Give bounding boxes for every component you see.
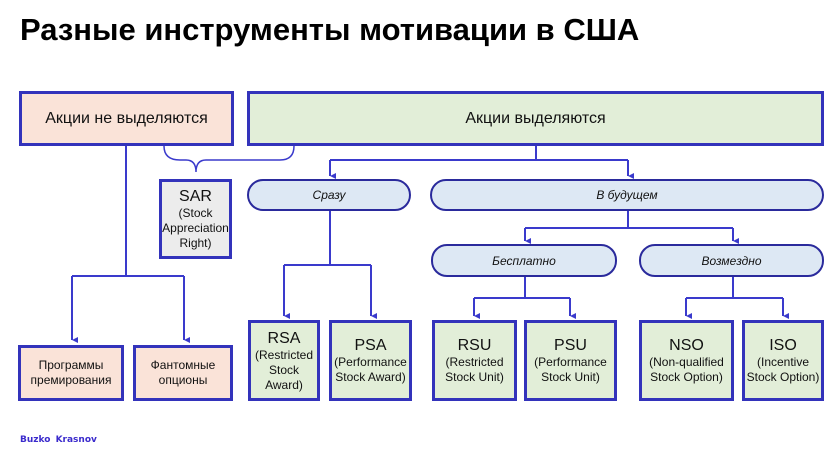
rsa-line2: Stock [268, 362, 299, 377]
phantom-line1: Фантомные [150, 358, 216, 372]
box-shares-issued: Акции выделяются [247, 91, 824, 146]
psa-line2: Stock Award) [335, 370, 406, 384]
box-nso: NSO (Non-qualified Stock Option) [639, 320, 734, 401]
box-phantom-options: Фантомные опционы [133, 345, 233, 401]
iso-abbr: ISO [769, 337, 797, 354]
nso-line2: Stock Option) [650, 370, 723, 384]
nso-abbr: NSO [669, 337, 704, 354]
pill-free: Бесплатно [431, 244, 617, 277]
connector-free-trunk [474, 277, 570, 299]
box-rsa: RSA (Restricted Stock Award) [248, 320, 320, 401]
pill-future: В будущем [430, 179, 824, 211]
sar-line2: Appreciation [162, 221, 229, 235]
rsu-line1: (Restricted [445, 355, 504, 369]
psa-abbr: PSA [354, 337, 387, 354]
sar-line1: (Stock [178, 206, 213, 220]
box-iso: ISO (Incentive Stock Option) [742, 320, 824, 401]
box-psu: PSU (Performance Stock Unit) [524, 320, 617, 401]
psu-line1: (Performance [534, 355, 607, 369]
pill-future-label: В будущем [596, 188, 658, 202]
pill-free-label: Бесплатно [492, 253, 556, 268]
connector-future-trunk [525, 211, 733, 229]
pill-now-label: Сразу [312, 188, 346, 202]
pill-paid: Возмездно [639, 244, 824, 277]
page-title: Разные инструменты мотивации в США [20, 12, 640, 47]
connector-now-trunk [284, 211, 371, 266]
sar-abbr: SAR [179, 188, 212, 205]
nso-line1: (Non-qualified [649, 355, 724, 369]
iso-line1: (Incentive [756, 355, 810, 369]
rsa-line1: (Restricted [254, 347, 313, 362]
pill-now: Сразу [247, 179, 411, 211]
iso-line2: Stock Option) [746, 370, 820, 384]
psu-line2: Stock Unit) [541, 370, 600, 384]
connector-issued-trunk [330, 146, 628, 161]
phantom-line2: опционы [158, 373, 208, 387]
box-shares-not-issued-label: Акции не выделяются [45, 110, 208, 127]
brace-to-sar [163, 145, 295, 173]
rsu-abbr: RSU [457, 337, 492, 354]
bonus-line1: Программы [38, 358, 104, 372]
box-sar: SAR (Stock Appreciation Right) [159, 179, 232, 259]
rsa-abbr: RSA [267, 329, 301, 347]
box-shares-issued-label: Акции выделяются [465, 110, 606, 127]
box-bonus-programs: Программы премирования [18, 345, 124, 401]
rsu-line2: Stock Unit) [445, 370, 504, 384]
pill-paid-label: Возмездно [701, 253, 762, 268]
connector-paid-trunk [686, 277, 783, 299]
connector-not-issued-trunk [72, 146, 184, 277]
psa-line1: (Performance [334, 355, 407, 369]
psu-abbr: PSU [554, 337, 587, 354]
box-psa: PSA (Performance Stock Award) [329, 320, 412, 401]
rsa-line3: Award) [265, 377, 303, 392]
footer-logo: Buzko Krasnov [20, 435, 97, 445]
bonus-line2: премирования [30, 373, 112, 387]
box-rsu: RSU (Restricted Stock Unit) [432, 320, 517, 401]
sar-line3: Right) [179, 236, 212, 250]
box-shares-not-issued: Акции не выделяются [19, 91, 234, 146]
